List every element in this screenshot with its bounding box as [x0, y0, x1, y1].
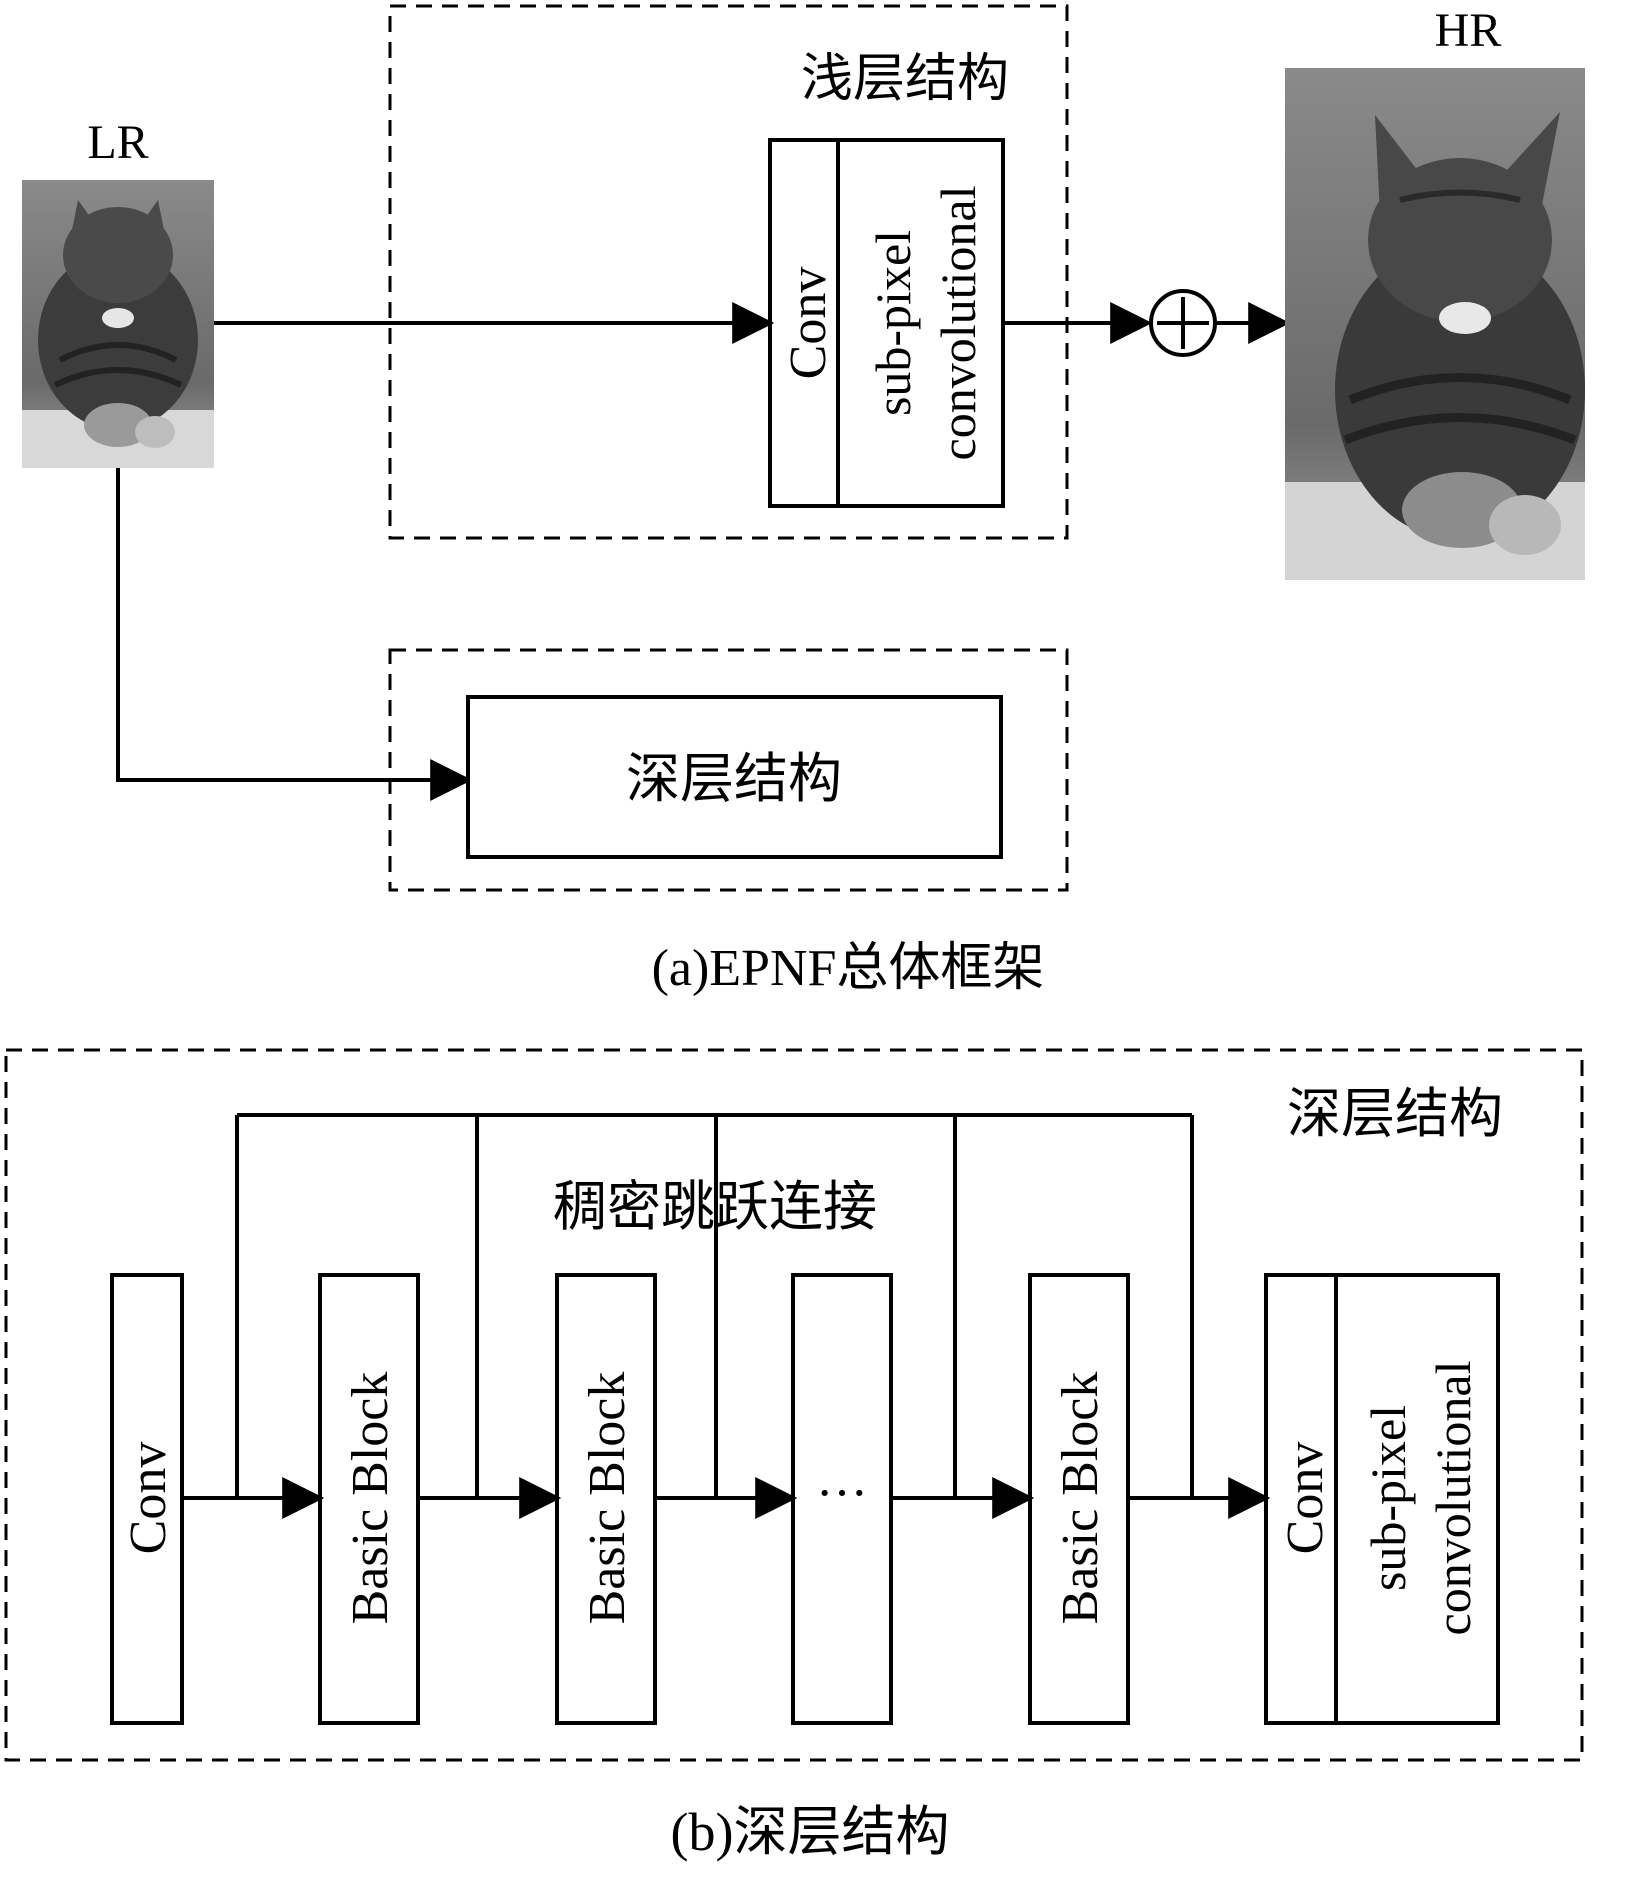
final-subpixel-label-1: sub-pixel	[1360, 1405, 1416, 1591]
lr-to-deep-connector	[116, 468, 473, 801]
final-subpixel-label-2: convolutional	[1425, 1361, 1481, 1636]
lr-cat-image	[22, 180, 214, 468]
deep-structure-container-bottom	[4, 1048, 1584, 1762]
lr-label: LR	[87, 116, 148, 169]
shallow-structure-container	[388, 4, 1069, 540]
block-basic-1-label: Basic Block	[342, 1372, 399, 1625]
deep-structure-container-top	[388, 648, 1069, 892]
block-basic-n-label: Basic Block	[1052, 1372, 1109, 1625]
shallow-subpixel-label-2: convolutional	[930, 186, 986, 461]
deep-structure-box	[466, 695, 1003, 859]
shallow-conv-label: Conv	[780, 267, 837, 380]
final-conv-subpixel-block	[1264, 1273, 1500, 1725]
hr-label: HR	[1435, 4, 1502, 57]
shallow-structure-title: 浅层结构	[801, 51, 1009, 108]
caption-a: (a)EPNF总体框架	[652, 940, 1045, 997]
deep-structure-title: 深层结构	[1287, 1084, 1503, 1144]
block-conv-label: Conv	[120, 1442, 177, 1555]
hr-cat-image	[1285, 68, 1585, 580]
shallow-subpixel-label-1: sub-pixel	[865, 230, 921, 416]
block-ellipsis	[791, 1273, 893, 1725]
dense-skip-connections	[235, 1113, 1194, 1498]
block-ellipsis-label: ···	[816, 1465, 868, 1522]
block-basic-2-label: Basic Block	[579, 1372, 636, 1625]
circled-plus-icon	[1149, 289, 1217, 357]
deep-structure-box-label: 深层结构	[626, 749, 842, 809]
caption-b: (b)深层结构	[671, 1802, 950, 1862]
final-conv-label: Conv	[1277, 1442, 1334, 1555]
block-basic-n	[1028, 1273, 1130, 1725]
